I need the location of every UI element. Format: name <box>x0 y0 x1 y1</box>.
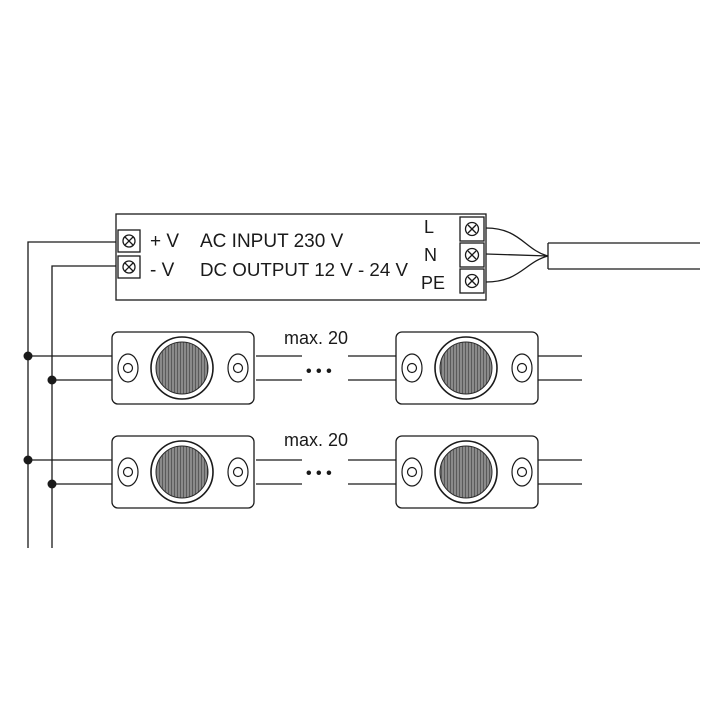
junction-dot-icon <box>47 479 57 489</box>
screw-terminal-icon <box>117 229 141 253</box>
row2-link-wires-a <box>256 459 302 485</box>
cable-wire-n <box>485 253 549 257</box>
row2-feed-wires <box>28 459 116 485</box>
bus-wire-minus <box>51 265 116 548</box>
screw-terminal-icon <box>459 268 485 294</box>
mounting-hole-icon <box>117 353 139 383</box>
junction-dot-icon <box>47 375 57 385</box>
mounting-hole-icon <box>511 457 533 487</box>
led-lens-icon <box>150 440 214 504</box>
led-lens-icon <box>150 336 214 400</box>
screw-terminal-icon <box>459 216 485 242</box>
led-module <box>395 331 539 405</box>
dc-output-label: DC OUTPUT 12 V - 24 V <box>200 260 408 280</box>
row1-ellipsis: • • • <box>306 363 332 380</box>
row2-link-wires-b <box>348 459 396 485</box>
row2-max-label: max. 20 <box>284 430 348 450</box>
row2-out-wires <box>536 459 582 485</box>
cable-wire-pe <box>485 255 549 283</box>
terminal-minus-label: - V <box>150 260 175 281</box>
row1-out-wires <box>536 355 582 381</box>
led-module <box>111 435 255 509</box>
row1-link-wires-a <box>256 355 302 381</box>
mains-cable <box>547 242 700 270</box>
mounting-hole-icon <box>227 457 249 487</box>
junction-dot-icon <box>23 351 33 361</box>
row1-feed-wires <box>28 355 116 381</box>
led-lens-icon <box>434 336 498 400</box>
row2-ellipsis: • • • <box>306 465 332 482</box>
mounting-hole-icon <box>117 457 139 487</box>
mounting-hole-icon <box>401 457 423 487</box>
mounting-hole-icon <box>227 353 249 383</box>
junction-dot-icon <box>23 455 33 465</box>
screw-terminal-icon <box>459 242 485 268</box>
terminal-plus-label: + V <box>150 231 179 252</box>
cable-wire-l <box>485 227 549 257</box>
led-module <box>395 435 539 509</box>
mains-pe-label: PE <box>421 273 445 293</box>
screw-terminal-icon <box>117 255 141 279</box>
bus-wire-plus <box>27 241 116 548</box>
mains-n-label: N <box>424 245 437 265</box>
power-supply-box <box>115 213 487 301</box>
led-lens-icon <box>434 440 498 504</box>
mains-l-label: L <box>424 217 434 237</box>
row1-max-label: max. 20 <box>284 328 348 348</box>
mounting-hole-icon <box>511 353 533 383</box>
ac-input-label: AC INPUT 230 V <box>200 231 344 252</box>
mounting-hole-icon <box>401 353 423 383</box>
led-module <box>111 331 255 405</box>
row1-link-wires-b <box>348 355 396 381</box>
